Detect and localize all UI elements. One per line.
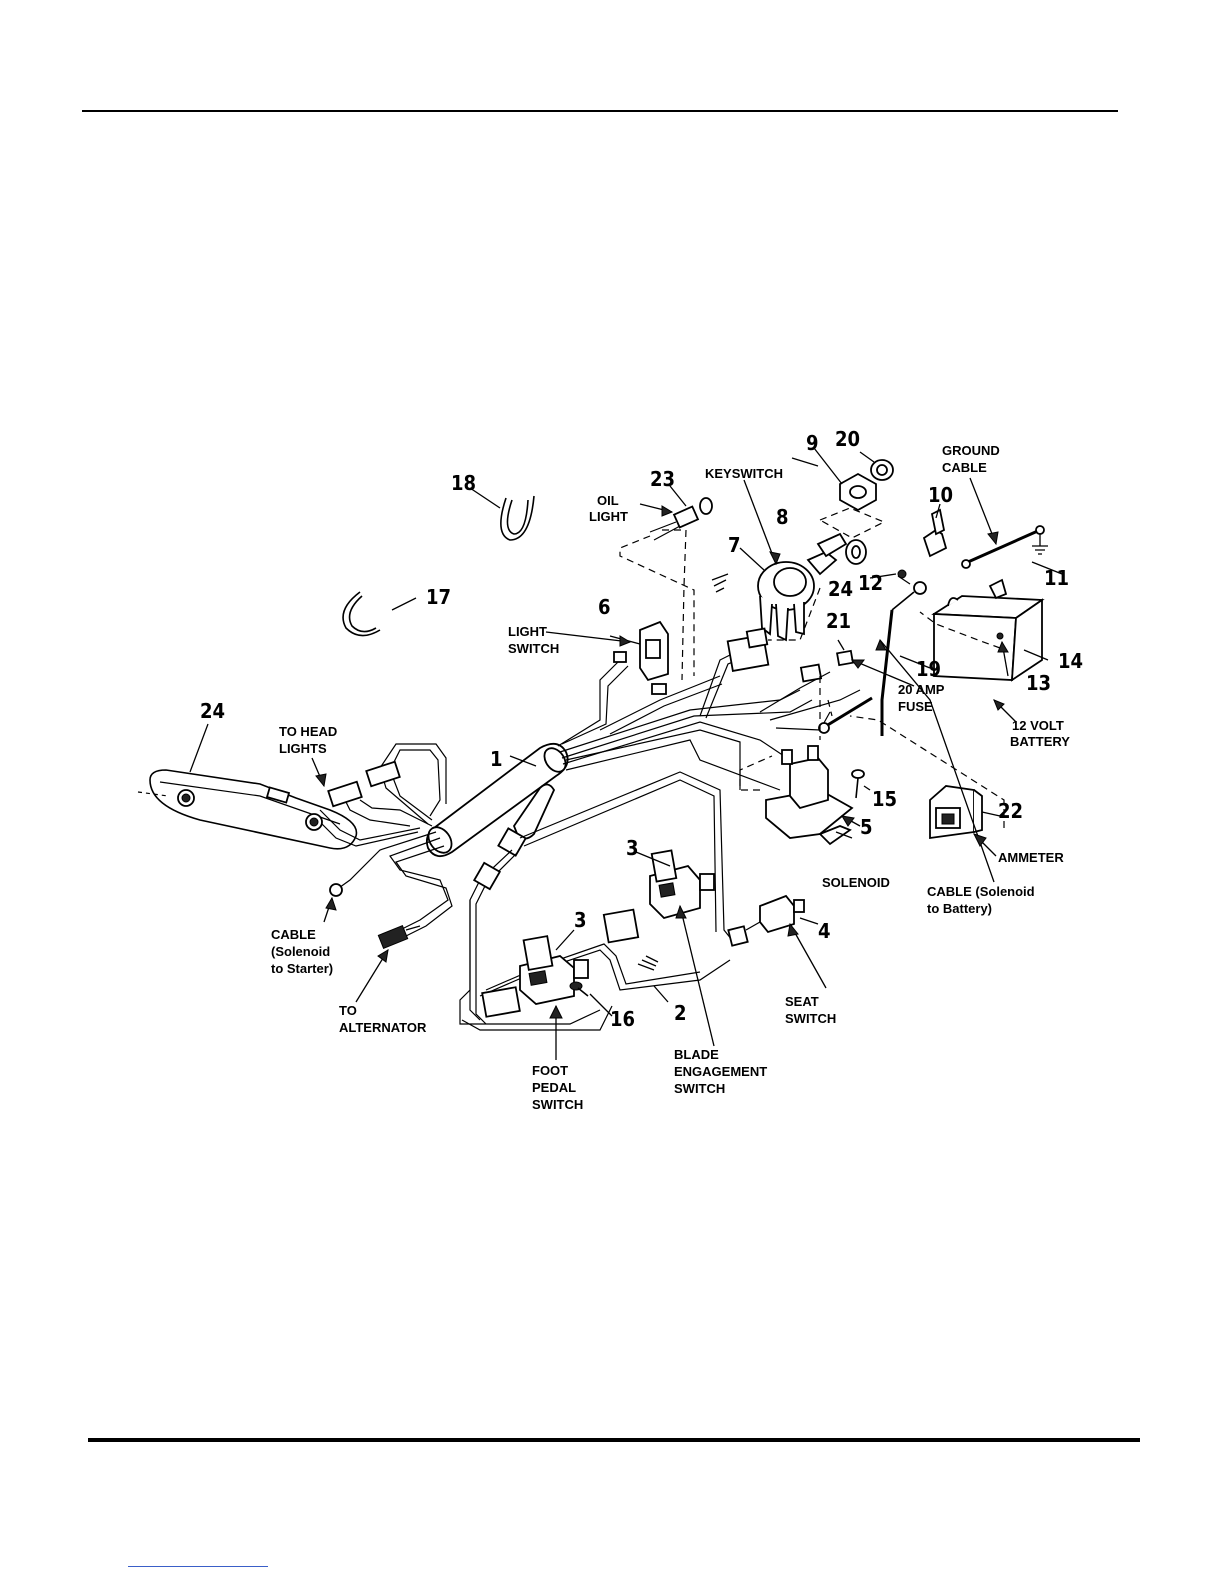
headlight-connectors (328, 762, 399, 806)
callout-1: 1 (490, 747, 503, 771)
callout-18: 18 (451, 471, 476, 495)
wire-clip-17 (343, 592, 380, 636)
callout-11: 11 (1044, 566, 1069, 590)
callout-3-blade: 3 (626, 836, 639, 860)
wire-clip-18 (501, 496, 534, 540)
label-solenoid: SOLENOID (822, 875, 890, 890)
callout-7: 7 (728, 533, 741, 557)
callout-12: 12 (858, 571, 883, 595)
callout-23: 23 (650, 467, 675, 491)
seat-switch (728, 896, 804, 946)
starter-cable-ring (330, 884, 342, 896)
light-switch (614, 622, 668, 694)
callout-9: 9 (806, 431, 819, 455)
keyswitch-nut (840, 474, 876, 510)
blade-engagement-switch (650, 850, 714, 918)
callout-2: 2 (674, 1001, 687, 1025)
label-keyswitch: KEYSWITCH (705, 466, 783, 481)
solenoid (766, 746, 852, 844)
callout-22: 22 (998, 799, 1023, 823)
ammeter (930, 786, 982, 838)
callout-4: 4 (818, 919, 831, 943)
ground-cable (962, 526, 1048, 568)
callout-10: 10 (928, 483, 953, 507)
callout-19: 19 (916, 657, 941, 681)
callout-8: 8 (776, 505, 789, 529)
callout-20: 20 (835, 427, 860, 451)
alternator-connector (378, 926, 420, 949)
callout-21: 21 (826, 609, 851, 633)
keyswitch-washer-20 (871, 460, 893, 480)
callout-15: 15 (872, 787, 897, 811)
callout-6: 6 (598, 595, 611, 619)
callout-13: 13 (1026, 671, 1051, 695)
callout-3-foot: 3 (574, 908, 587, 932)
callout-24-washer: 24 (828, 577, 853, 601)
callout-24-harness: 24 (200, 699, 225, 723)
ignition-key (924, 510, 946, 556)
keyswitch-exploded-guide (820, 508, 884, 538)
battery-screw-12 (898, 570, 910, 584)
solenoid-bolt-15 (852, 770, 864, 798)
label-ammeter: AMMETER (998, 850, 1064, 865)
oil-light (650, 498, 712, 540)
callout-16: 16 (610, 1007, 635, 1031)
foot-pedal-switch (520, 936, 588, 1004)
keyswitch-washer-24 (846, 540, 866, 564)
callout-14: 14 (1058, 649, 1083, 673)
keyswitch-connector (728, 629, 769, 671)
arrowheads (316, 506, 1008, 1018)
fuse-holder (801, 651, 853, 682)
callout-17: 17 (426, 585, 451, 609)
callout-5: 5 (860, 815, 873, 839)
